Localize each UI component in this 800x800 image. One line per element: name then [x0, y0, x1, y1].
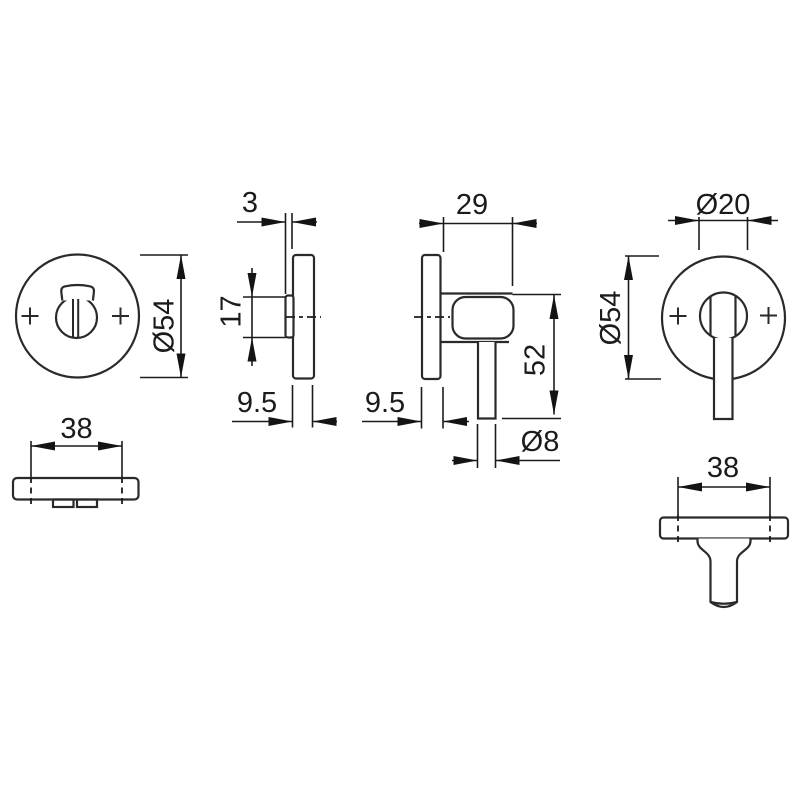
arrowhead-down-icon	[247, 273, 257, 297]
rosette-outline	[14, 253, 141, 379]
arrowhead-left-icon	[512, 219, 537, 228]
thumbturn-front-view	[14, 253, 141, 379]
plate-width-dimension: 38	[30, 413, 123, 506]
arrowhead-down-icon	[176, 353, 186, 378]
fixing-tab-left	[51, 498, 75, 509]
turn-stem-side	[476, 342, 497, 420]
arrowhead-right-icon	[419, 219, 444, 228]
flange-thickness-dimension: 3	[237, 187, 317, 294]
fixing-tab-right	[75, 498, 99, 509]
dimension-label: 9.5	[237, 387, 277, 419]
dimension-label: 29	[456, 189, 488, 221]
arrowhead-left-icon	[292, 217, 316, 227]
dimension-label: Ø54	[149, 299, 181, 354]
rosette-depth-dimension: 9.5	[232, 385, 337, 428]
release-plate-outline	[658, 516, 790, 540]
arrowhead-right-icon	[98, 441, 122, 451]
dimension-label: Ø54	[595, 291, 627, 346]
release-plate-width-dimension: 38	[677, 452, 771, 544]
thumbturn-plate-top-view	[11, 476, 140, 509]
knob-end-face-arc	[710, 600, 738, 605]
dimension-label: 9.5	[365, 387, 405, 419]
dimension-label: Ø8	[521, 426, 560, 458]
screw-cross-right-icon	[760, 307, 777, 324]
arrowhead-down-icon	[624, 355, 633, 379]
release-knob-circle	[698, 291, 749, 341]
release-stem-front	[712, 338, 734, 421]
turn-grip-side	[451, 295, 515, 340]
thumbturn-cap	[60, 283, 96, 301]
arrowhead-right-icon	[397, 417, 422, 426]
arrowhead-up-icon	[549, 295, 559, 319]
release-knob-neck	[696, 538, 752, 609]
dimension-label: 38	[60, 413, 92, 445]
arrowhead-right-icon	[453, 456, 478, 465]
turn-height-dimension: 17	[216, 268, 286, 366]
screw-cross-left-icon	[669, 307, 687, 325]
arrowhead-left-icon	[443, 417, 467, 426]
turn-side-view	[414, 253, 515, 420]
arrowhead-right-icon	[746, 482, 770, 492]
arrowhead-left-icon	[747, 216, 772, 225]
release-front-view	[660, 255, 787, 421]
dimension-label: 52	[520, 344, 552, 376]
rosette-diameter-dimension: Ø54	[140, 254, 188, 379]
arrowhead-right-icon	[675, 216, 699, 225]
release-plate-side-view	[658, 516, 790, 609]
thumbturn-circle	[54, 295, 99, 340]
grip-length-dimension: 52	[502, 293, 561, 420]
arrowhead-up-icon	[624, 256, 633, 280]
arrowhead-right-icon	[261, 217, 286, 227]
dimension-label: 17	[216, 295, 248, 327]
release-rosette-diameter-dimension: Ø54	[595, 255, 661, 380]
stem-diameter-dimension: Ø8	[452, 424, 560, 468]
turn-depth-dimension: 9.5	[362, 387, 469, 429]
arrowhead-left-icon	[678, 482, 702, 492]
dimension-label: 3	[242, 187, 258, 219]
arrowhead-right-icon	[268, 417, 293, 426]
rosette-side-view	[284, 253, 321, 380]
grip-width-dimension: 29	[419, 189, 537, 286]
screw-cross-left-icon	[21, 307, 39, 325]
dimension-label: 38	[707, 452, 739, 484]
screw-cross-right-icon	[112, 307, 129, 325]
arrowhead-left-icon	[312, 417, 337, 426]
arrowhead-left-icon	[495, 456, 520, 465]
arrowhead-down-icon	[549, 390, 559, 415]
release-knob-diameter-dimension: Ø20	[668, 189, 778, 250]
arrowhead-up-icon	[247, 337, 257, 362]
arrowhead-up-icon	[176, 255, 186, 279]
plate-outline	[11, 476, 140, 501]
dimension-label: Ø20	[696, 189, 751, 221]
arrowhead-left-icon	[31, 441, 55, 451]
